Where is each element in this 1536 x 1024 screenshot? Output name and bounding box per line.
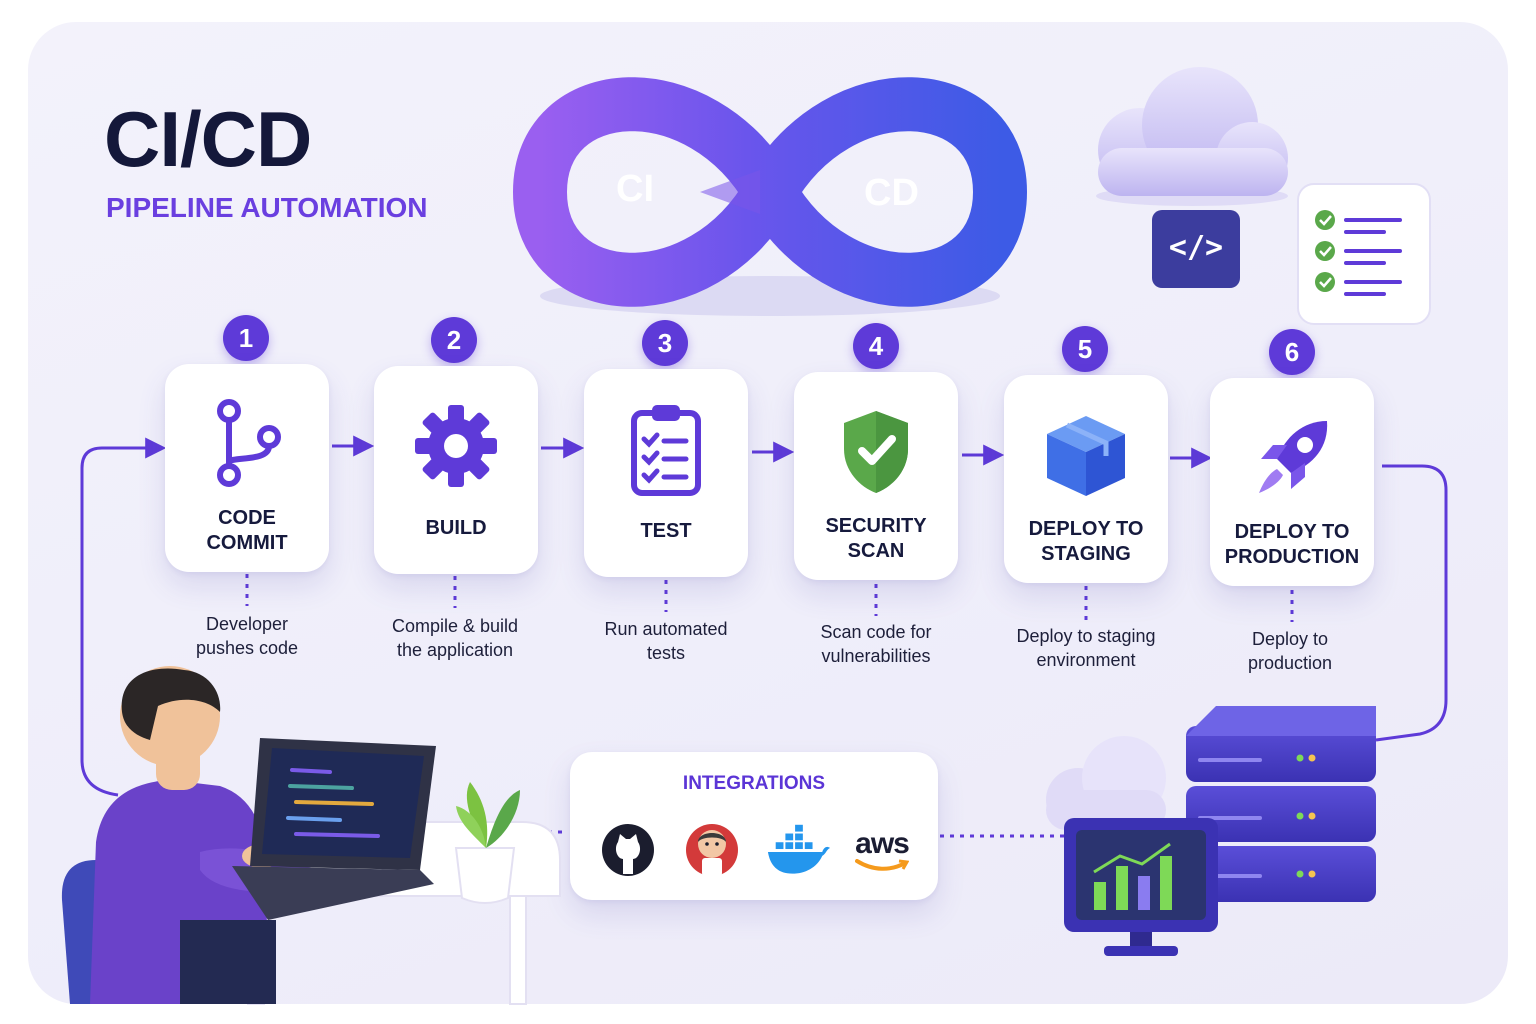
production-to-server-line — [1375, 464, 1448, 742]
step-label: TEST — [640, 520, 692, 542]
laptop — [232, 738, 436, 920]
step-label: BUILD — [425, 517, 487, 539]
jenkins-logo[interactable] — [680, 818, 744, 882]
step-number: 5 — [1062, 326, 1108, 372]
page-title: CI/CD — [104, 95, 312, 183]
server-rack-icon — [1186, 706, 1376, 902]
pipeline-step-deploy-production[interactable]: DEPLOY TO PRODUCTION — [1210, 378, 1374, 586]
developer-person — [90, 666, 346, 1004]
rocket-icon — [1244, 410, 1340, 506]
monitor-dashboard-icon — [1064, 818, 1218, 956]
integrations-card: INTEGRATIONS — [570, 752, 938, 900]
shield-check-icon — [828, 404, 924, 500]
step-number: 2 — [431, 317, 477, 363]
pipeline-step-test[interactable]: TEST — [584, 369, 748, 577]
step-label: DEPLOY TO PRODUCTION — [1224, 521, 1360, 568]
pipeline-step-security-scan[interactable]: SECURITY SCAN — [794, 372, 958, 580]
page-subtitle: PIPELINE AUTOMATION — [106, 192, 428, 223]
code-brackets-icon — [1152, 210, 1240, 288]
step-description: Run automated tests — [604, 619, 728, 663]
pipeline-step-deploy-staging[interactable]: DEPLOY TO STAGING — [1004, 375, 1168, 583]
step-label: CODE COMMIT — [206, 507, 288, 554]
step-number: 3 — [642, 320, 688, 366]
github-logo[interactable] — [596, 818, 660, 882]
package-box-icon — [1038, 407, 1134, 503]
clipboard-checklist-icon — [618, 401, 714, 497]
step-description: Scan code for vulnerabilities — [820, 622, 932, 666]
checklist-icon — [1297, 183, 1431, 325]
aws-logo[interactable]: aws — [850, 818, 914, 882]
code-badge-text: </> — [1168, 230, 1224, 265]
step-description: Deploy to production — [1247, 629, 1333, 673]
feedback-loop-line — [80, 437, 167, 797]
docker-logo[interactable] — [766, 818, 830, 882]
integrations-title: INTEGRATIONS — [682, 773, 826, 794]
step-description: Deploy to staging environment — [1016, 626, 1156, 670]
aws-logo-text: aws — [855, 827, 910, 860]
git-branch-icon — [199, 396, 295, 492]
cloud-icon — [1046, 736, 1166, 832]
step-number: 6 — [1269, 329, 1315, 375]
step-label: DEPLOY TO STAGING — [1028, 518, 1144, 565]
cd-label: CD — [864, 172, 919, 214]
step-number: 1 — [223, 315, 269, 361]
ci-label: CI — [616, 168, 654, 210]
step-description: Compile & build the application — [391, 616, 519, 660]
pipeline-step-code-commit[interactable]: CODE COMMIT — [165, 364, 329, 572]
gear-icon — [408, 398, 504, 494]
step-description: Developer pushes code — [195, 614, 299, 658]
step-number: 4 — [853, 323, 899, 369]
plant-icon — [454, 782, 520, 904]
pipeline-step-build[interactable]: BUILD — [374, 366, 538, 574]
cloud-icon — [1096, 67, 1288, 206]
step-label: SECURITY SCAN — [825, 515, 927, 562]
